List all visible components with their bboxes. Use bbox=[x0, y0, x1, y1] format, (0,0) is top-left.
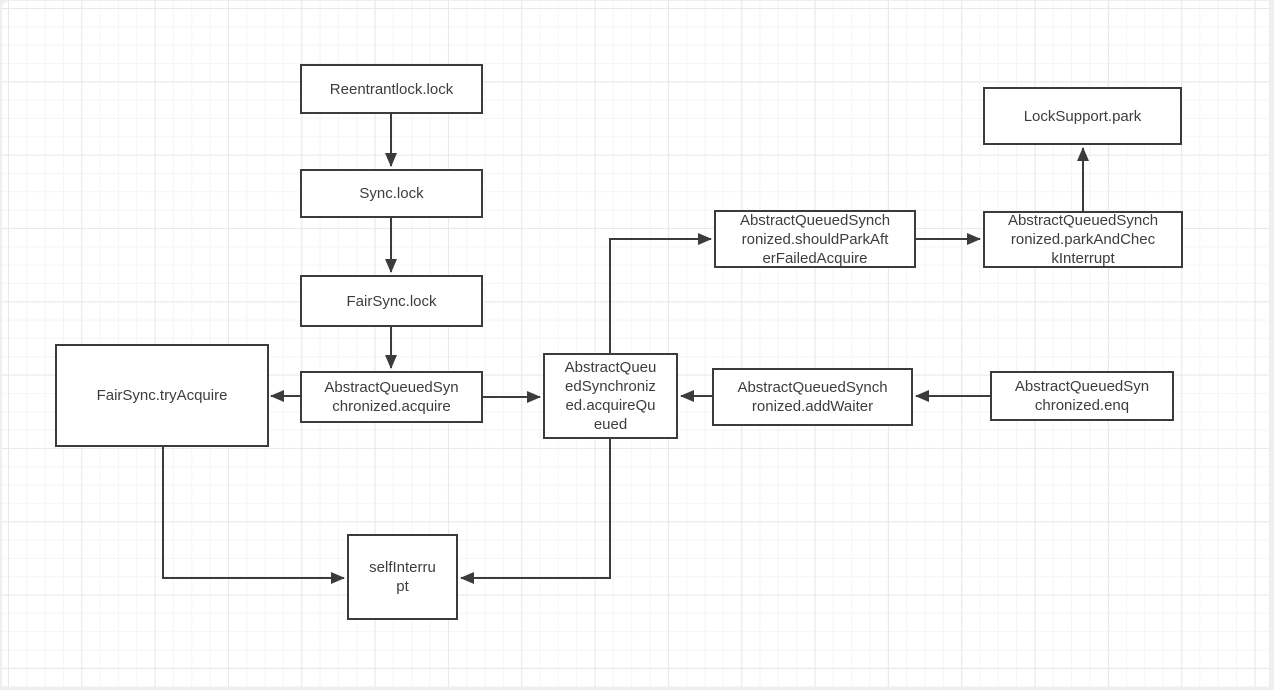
node-aqs-enq[interactable]: AbstractQueuedSyn chronized.enq bbox=[990, 371, 1174, 421]
node-selfinterrupt[interactable]: selfInterru pt bbox=[347, 534, 458, 620]
node-label: Reentrantlock.lock bbox=[329, 80, 454, 98]
node-locksupport-park[interactable]: LockSupport.park bbox=[983, 87, 1182, 145]
node-label: AbstractQueuedSynch ronized.addWaiter bbox=[737, 379, 888, 415]
node-label: Sync.lock bbox=[359, 185, 424, 202]
node-label: FairSync.lock bbox=[346, 292, 437, 310]
node-reentrantlock-lock[interactable]: Reentrantlock.lock bbox=[300, 64, 483, 114]
connector-aqs-acquirequeued-to-selfinterrupt[interactable] bbox=[460, 439, 611, 584]
node-fairsync-lock[interactable]: FairSync.lock bbox=[300, 275, 483, 327]
node-label: AbstractQueuedSyn chronized.acquire bbox=[324, 379, 459, 415]
node-label: selfInterru pt bbox=[369, 559, 436, 595]
node-fairsync-tryacquire[interactable]: FairSync.tryAcquire bbox=[55, 344, 269, 447]
node-aqs-acquirequeued[interactable]: AbstractQueu edSynchroniz ed.acquireQu e… bbox=[543, 353, 678, 439]
connector-fairsync-tryacquire-to-selfinterrupt[interactable] bbox=[162, 447, 345, 584]
node-aqs-shouldparkafterfailedacquire[interactable]: AbstractQueuedSynch ronized.shouldParkAf… bbox=[714, 210, 916, 268]
node-label: LockSupport.park bbox=[1023, 107, 1142, 125]
node-aqs-addwaiter[interactable]: AbstractQueuedSynch ronized.addWaiter bbox=[712, 368, 913, 426]
connector-aqs-acquirequeued-to-aqs-shouldparkafterfailedacquire[interactable] bbox=[609, 233, 712, 353]
node-aqs-acquire[interactable]: AbstractQueuedSyn chronized.acquire bbox=[300, 371, 483, 423]
node-label: AbstractQueuedSyn chronized.enq bbox=[1014, 378, 1150, 414]
node-sync-lock[interactable]: Sync.lock bbox=[300, 169, 483, 218]
node-label: FairSync.tryAcquire bbox=[96, 387, 228, 404]
node-label: AbstractQueuedSynch ronized.parkAndChec … bbox=[1007, 212, 1159, 267]
node-label: AbstractQueuedSynch ronized.shouldParkAf… bbox=[739, 211, 891, 267]
node-aqs-parkandcheckinterrupt[interactable]: AbstractQueuedSynch ronized.parkAndChec … bbox=[983, 211, 1183, 268]
node-label: AbstractQueu edSynchroniz ed.acquireQu e… bbox=[564, 359, 657, 433]
